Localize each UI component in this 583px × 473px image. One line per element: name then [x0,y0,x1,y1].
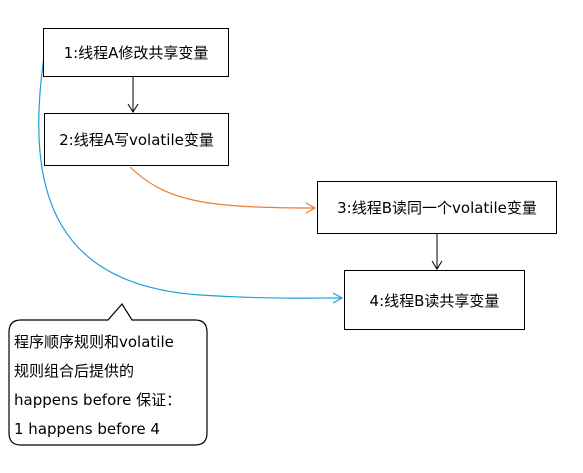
node-3-box: 3:线程B读同一个volatile变量 [317,181,557,234]
callout-line-4: 1 happens before 4 [14,420,160,438]
node-4-label: 4:线程B读共享变量 [369,291,500,310]
node-1-box: 1:线程A修改共享变量 [43,28,229,77]
edge-2-to-3 [129,166,315,209]
callout-line-3: happens before 保证： [14,391,182,409]
callout-line-1: 程序顺序规则和volatile [14,333,174,351]
node-1-label: 1:线程A修改共享变量 [63,44,209,62]
edge-2-to-3-arrowhead [305,202,317,214]
edge-1-to-2-arrowhead [127,103,139,113]
edge-3-to-4-arrowhead [431,260,443,270]
node-2-label: 2:线程A写volatile变量 [59,131,214,149]
edge-1-to-4-arrowhead [332,292,344,304]
edge-1-to-4 [38,49,342,299]
callout-bubble [8,302,208,446]
callout-text: 程序顺序规则和volatile 规则组合后提供的 happens before … [14,328,206,444]
node-4-box: 4:线程B读共享变量 [344,270,525,330]
node-3-label: 3:线程B读同一个volatile变量 [337,199,537,217]
callout-line-2: 规则组合后提供的 [14,362,135,380]
node-2-box: 2:线程A写volatile变量 [44,113,229,166]
